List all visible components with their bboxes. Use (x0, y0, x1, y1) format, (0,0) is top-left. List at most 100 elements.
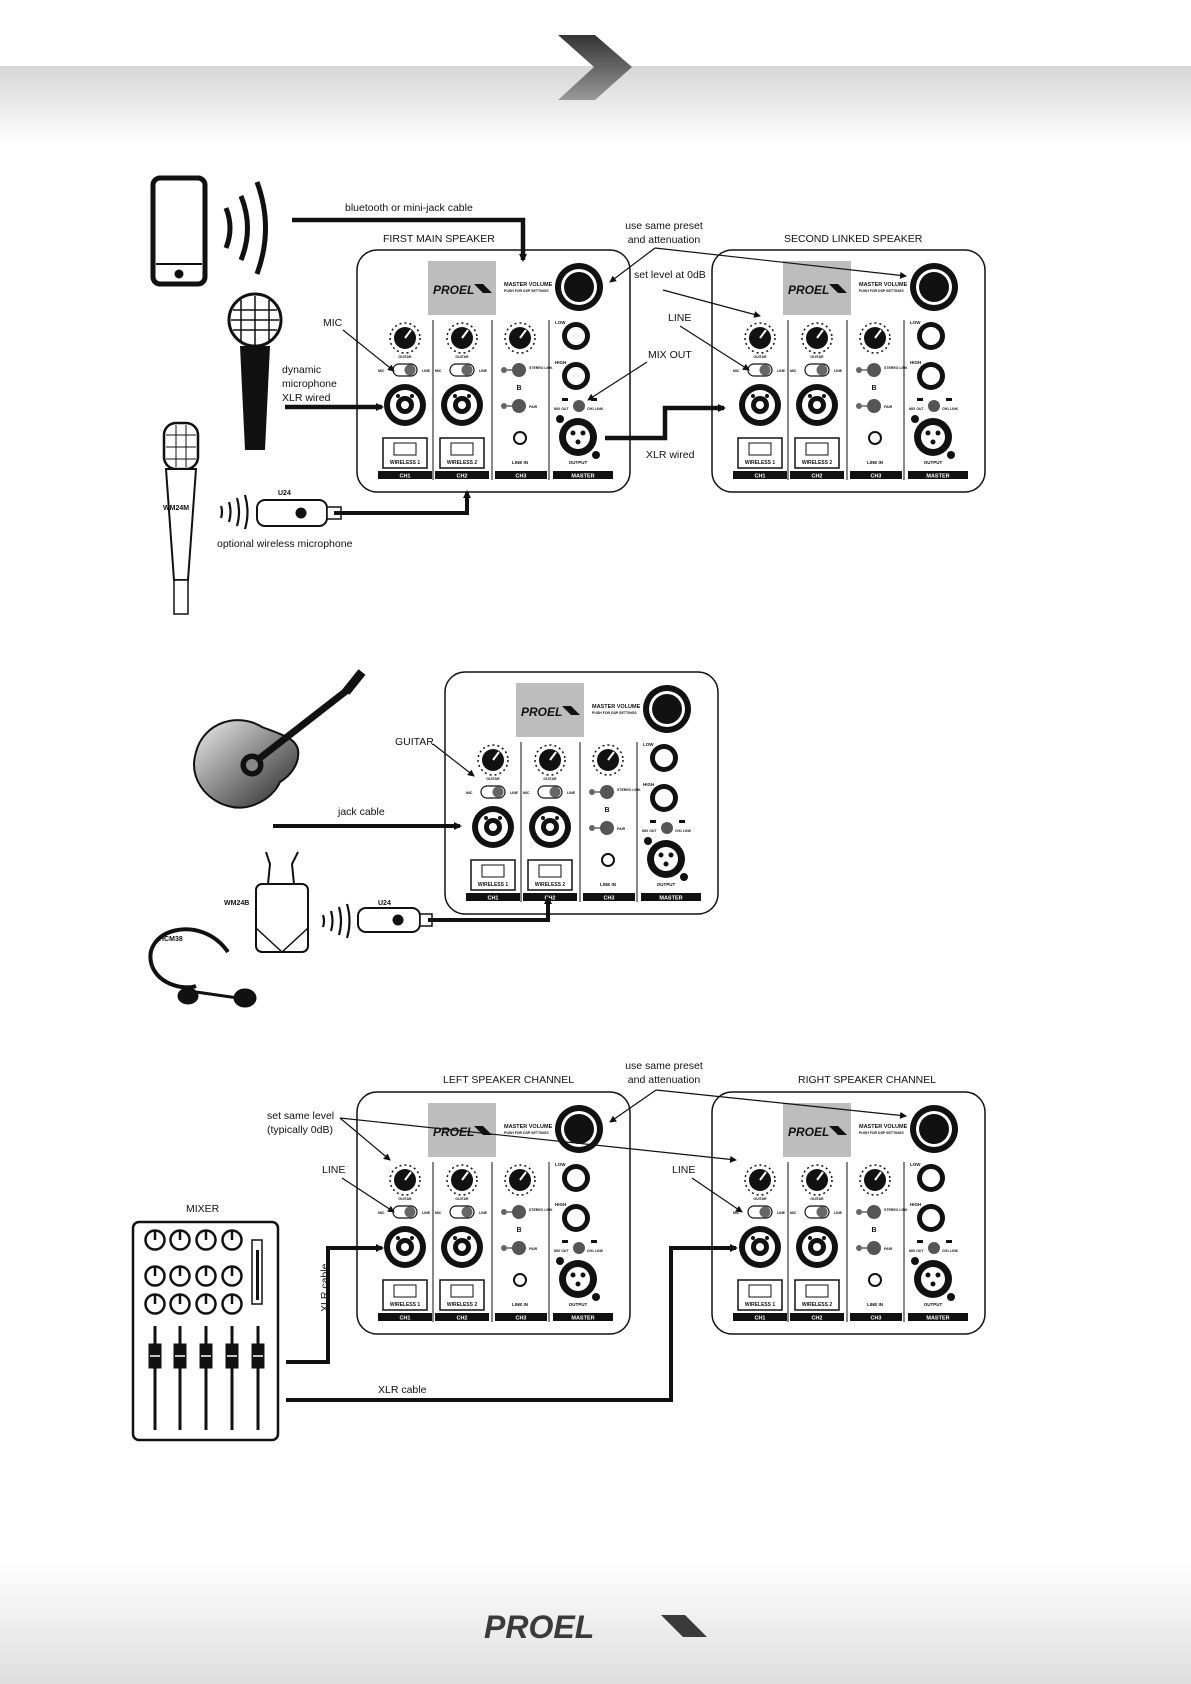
gain-knob-ch1[interactable] (389, 322, 421, 354)
stereo-link-button[interactable] (512, 1205, 526, 1219)
mix-out-selector[interactable] (661, 822, 673, 834)
combo-input-ch2[interactable] (796, 384, 838, 426)
xlr-output[interactable] (911, 1257, 955, 1301)
line-in-jack[interactable] (513, 1273, 527, 1287)
combo-input-ch1[interactable] (384, 384, 426, 426)
gain-knob-ch3[interactable] (859, 1164, 891, 1196)
gain-knob-ch1[interactable] (477, 744, 509, 776)
u24-receiver-icon-2 (357, 907, 433, 933)
stereo-link-button[interactable] (512, 363, 526, 377)
pair-button[interactable] (512, 399, 526, 413)
line-in-jack[interactable] (868, 1273, 882, 1287)
mic-line-switch-ch2[interactable] (804, 363, 830, 377)
mic-line-switch-ch1[interactable] (392, 363, 418, 377)
low-knob[interactable] (650, 744, 678, 772)
high-knob[interactable] (562, 1204, 590, 1232)
gain-knob-ch3[interactable] (504, 1164, 536, 1196)
mic-line-switch-ch1[interactable] (747, 1205, 773, 1219)
gain-knob-ch2[interactable] (446, 322, 478, 354)
mix-out-selector[interactable] (928, 1242, 940, 1254)
svg-text:LINE IN: LINE IN (600, 882, 616, 887)
master-volume-knob[interactable] (910, 1105, 958, 1153)
svg-text:WIRELESS 1: WIRELESS 1 (745, 1302, 776, 1308)
footer-brand-logo-text: PROEL (484, 1609, 594, 1645)
panel-logo: PROEL (788, 1125, 847, 1139)
combo-input-ch1[interactable] (739, 384, 781, 426)
gain-knob-ch3[interactable] (592, 744, 624, 776)
svg-text:WIRELESS 1: WIRELESS 1 (478, 882, 509, 888)
combo-input-ch1[interactable] (739, 1226, 781, 1268)
combo-input-ch2[interactable] (796, 1226, 838, 1268)
low-knob[interactable] (562, 1164, 590, 1192)
line-in-jack[interactable] (601, 853, 615, 867)
svg-text:OUTPUT: OUTPUT (924, 1302, 943, 1307)
master-volume-knob[interactable] (555, 1105, 603, 1153)
line-in-jack[interactable] (513, 431, 527, 445)
stereo-link-button[interactable] (867, 363, 881, 377)
combo-input-ch2[interactable] (529, 806, 571, 848)
combo-input-ch1[interactable] (384, 1226, 426, 1268)
pair-button[interactable] (600, 821, 614, 835)
pair-button[interactable] (867, 399, 881, 413)
svg-text:CH2: CH2 (456, 474, 467, 480)
mix-out-selector[interactable] (573, 400, 585, 412)
low-knob[interactable] (562, 322, 590, 350)
svg-text:WIRELESS 2: WIRELESS 2 (802, 460, 833, 466)
mic-line-switch-ch2[interactable] (449, 363, 475, 377)
xlr-output[interactable] (556, 1257, 600, 1301)
pair-button[interactable] (867, 1241, 881, 1255)
label-set-same-level: set same level (typically 0dB) (267, 1110, 335, 1136)
gain-knob-ch2[interactable] (446, 1164, 478, 1196)
mic-line-switch-ch2[interactable] (449, 1205, 475, 1219)
mic-line-switch-ch1[interactable] (392, 1205, 418, 1219)
svg-text:MASTER: MASTER (571, 474, 594, 480)
master-volume-knob[interactable] (555, 263, 603, 311)
svg-text:LINE: LINE (479, 369, 488, 373)
panel-brand-text: PROEL (788, 1125, 829, 1139)
gain-knob-ch2[interactable] (801, 1164, 833, 1196)
gain-knob-ch2[interactable] (801, 322, 833, 354)
svg-text:GUITAR: GUITAR (398, 1197, 412, 1201)
mic-line-switch-ch1[interactable] (480, 785, 506, 799)
master-volume-knob[interactable] (643, 685, 691, 733)
label-optional-wireless: optional wireless microphone (217, 538, 353, 550)
svg-text:GUITAR: GUITAR (753, 1197, 767, 1201)
svg-text:CH1: CH1 (754, 474, 765, 480)
svg-text:CH2: CH2 (456, 1316, 467, 1322)
label-use-same-3: use same preset and attenuation (625, 1060, 703, 1086)
panel-master-sub-text: PUSH FOR DSP SETTINGS (859, 289, 904, 293)
mic-line-switch-ch2[interactable] (804, 1205, 830, 1219)
master-volume-knob[interactable] (910, 263, 958, 311)
gain-knob-ch1[interactable] (389, 1164, 421, 1196)
high-knob[interactable] (917, 362, 945, 390)
svg-text:LOW: LOW (910, 320, 921, 325)
xlr-output[interactable] (556, 415, 600, 459)
mic-line-switch-ch1[interactable] (747, 363, 773, 377)
svg-text:CH1 LINK: CH1 LINK (675, 829, 692, 833)
mix-out-selector[interactable] (928, 400, 940, 412)
low-knob[interactable] (917, 322, 945, 350)
gain-knob-ch1[interactable] (744, 1164, 776, 1196)
bluetooth-icon: B (871, 1227, 876, 1234)
stereo-link-button[interactable] (867, 1205, 881, 1219)
gain-knob-ch3[interactable] (504, 322, 536, 354)
gain-knob-ch1[interactable] (744, 322, 776, 354)
pair-button[interactable] (512, 1241, 526, 1255)
gain-knob-ch2[interactable] (534, 744, 566, 776)
combo-input-ch1[interactable] (472, 806, 514, 848)
low-knob[interactable] (917, 1164, 945, 1192)
mix-out-selector[interactable] (573, 1242, 585, 1254)
mic-line-switch-ch2[interactable] (537, 785, 563, 799)
high-knob[interactable] (650, 784, 678, 812)
line-in-jack[interactable] (868, 431, 882, 445)
xlr-output[interactable] (644, 837, 688, 881)
svg-text:LINE: LINE (834, 369, 843, 373)
stereo-link-button[interactable] (600, 785, 614, 799)
high-knob[interactable] (917, 1204, 945, 1232)
xlr-output[interactable] (911, 415, 955, 459)
combo-input-ch2[interactable] (441, 1226, 483, 1268)
combo-input-ch2[interactable] (441, 384, 483, 426)
high-knob[interactable] (562, 362, 590, 390)
gain-knob-ch3[interactable] (859, 322, 891, 354)
